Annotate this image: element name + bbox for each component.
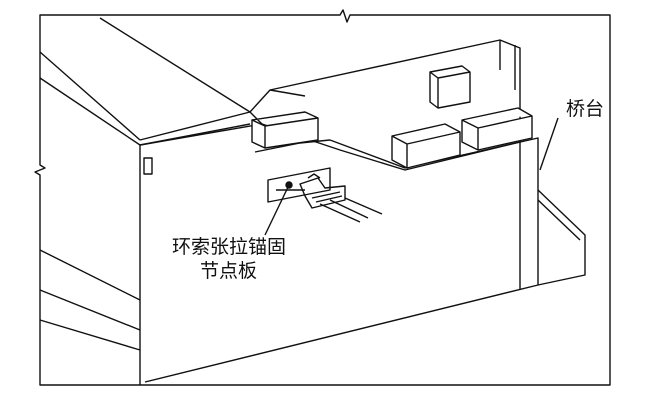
box-left bbox=[251, 111, 319, 149]
frame bbox=[34, 9, 611, 386]
callout-leader bbox=[264, 184, 290, 236]
deck-edge bbox=[499, 40, 516, 90]
left-slab-roof bbox=[139, 111, 263, 146]
box-mid bbox=[391, 123, 461, 169]
anchor-device bbox=[299, 173, 346, 209]
box-right bbox=[461, 107, 533, 151]
left-slab-bands bbox=[39, 249, 141, 351]
cables bbox=[319, 197, 383, 223]
left-slab-top bbox=[39, 17, 251, 146]
box-top bbox=[429, 65, 471, 109]
anchor-plate bbox=[267, 167, 331, 203]
label-abutment: 桥台 bbox=[566, 98, 605, 120]
wing-wall bbox=[537, 189, 586, 286]
label-anchor-plate-1: 环索张拉锚固 bbox=[172, 236, 287, 258]
abutment-leader bbox=[539, 117, 559, 171]
front-face bbox=[139, 123, 539, 383]
label-anchor-plate-2: 节点板 bbox=[200, 260, 258, 282]
slot bbox=[143, 157, 153, 175]
